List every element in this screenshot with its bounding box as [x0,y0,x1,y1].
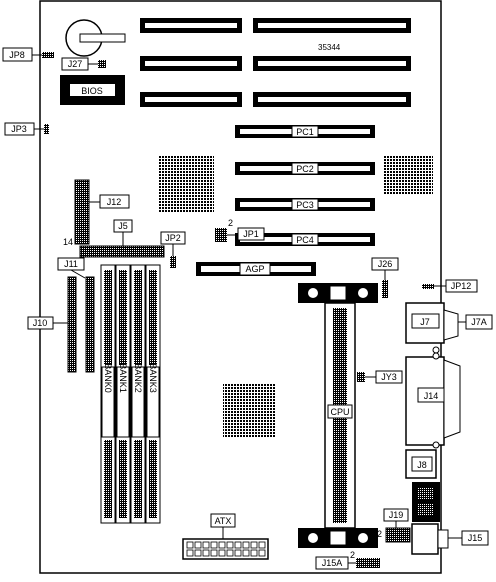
j5-connector: J5 [79,219,165,258]
agp-slot: AGP [196,262,316,276]
j11-connector: J11 [57,257,86,279]
j8-connector: J8 [405,449,437,479]
cpu-slot: CPU [298,283,378,548]
svg-text:J11: J11 [64,259,78,269]
svg-text:BIOS: BIOS [81,86,103,96]
jp8-jumper: JP8 [2,47,54,62]
pci-slot-2: PC2 [235,162,375,175]
j12-connector: J12 14 [63,179,130,247]
bank-2-label: BANK2 [133,363,143,393]
j10-connector: J10 [27,276,95,373]
svg-text:J14: J14 [424,391,439,401]
svg-text:J19: J19 [389,510,404,520]
j27-jumper: J27 [61,57,106,71]
svg-text:PC4: PC4 [296,235,314,245]
isa-slots [140,18,411,107]
svg-text:JP1: JP1 [243,229,259,239]
bios-chip: BIOS [60,75,125,105]
jp2-jumper: JP2 [160,231,186,268]
bank-0-label: BANK0 [103,363,113,393]
j15-connector: J15 [411,523,489,555]
model-number: 35344 [318,43,341,52]
svg-text:JP2: JP2 [165,233,181,243]
memory-bank-0: BANK0 [100,264,116,524]
j15a-connector: J15A 2 [315,550,380,570]
svg-text:CPU: CPU [330,407,349,417]
svg-text:PC2: PC2 [296,164,314,174]
chipset-io [223,383,275,438]
chipset-south [383,155,433,195]
svg-text:14: 14 [63,237,73,247]
bank-1-label: BANK1 [118,363,128,393]
svg-text:J5: J5 [118,221,128,231]
atx-power-connector: ATX [182,513,269,560]
memory-bank-1: BANK1 [115,264,131,524]
pci-slot-3: PC3 [235,198,375,211]
jp3-jumper: JP3 [4,122,49,136]
ps2-ports [412,482,440,522]
svg-text:J8: J8 [417,460,427,470]
svg-text:PC1: PC1 [296,127,314,137]
svg-text:JP3: JP3 [11,124,27,134]
svg-text:J7: J7 [420,317,430,327]
svg-text:J12: J12 [107,197,122,207]
svg-text:ATX: ATX [215,516,232,526]
svg-text:AGP: AGP [245,264,264,274]
j14-connector: J14 [405,352,461,449]
pci-slot-1: PC1 [235,125,375,138]
jy3-jumper: JY3 [357,370,403,384]
svg-text:JY3: JY3 [381,372,397,382]
svg-text:J10: J10 [33,318,48,328]
svg-text:PC3: PC3 [296,200,314,210]
memory-bank-3: BANK3 [145,264,161,524]
bank-3-label: BANK3 [148,363,158,393]
j19-connector: J19 2 [377,508,411,543]
chipset-north [158,155,214,213]
j7-connector: J7 J7A [405,302,493,354]
svg-text:JP12: JP12 [451,281,472,291]
svg-text:J15A: J15A [322,558,343,568]
svg-text:J27: J27 [68,59,83,69]
svg-text:2: 2 [377,529,382,539]
pci-slots: PC1 PC2 PC3 PC4 [235,125,375,246]
svg-text:J15: J15 [468,533,483,543]
jp12-jumper: JP12 [422,279,478,293]
svg-text:2: 2 [350,550,355,560]
svg-text:J26: J26 [378,259,393,269]
svg-text:J7A: J7A [471,317,487,327]
svg-text:2: 2 [228,218,233,228]
pci-slot-4: PC4 [235,233,375,246]
jp1-jumper: 2 JP1 [215,218,265,242]
j26-jumper: J26 [371,257,399,298]
memory-banks: BANK0 BANK1 BANK2 BANK3 [100,264,161,524]
memory-bank-2: BANK2 [130,264,146,524]
cmos-battery [65,19,126,57]
svg-text:JP8: JP8 [9,50,25,60]
